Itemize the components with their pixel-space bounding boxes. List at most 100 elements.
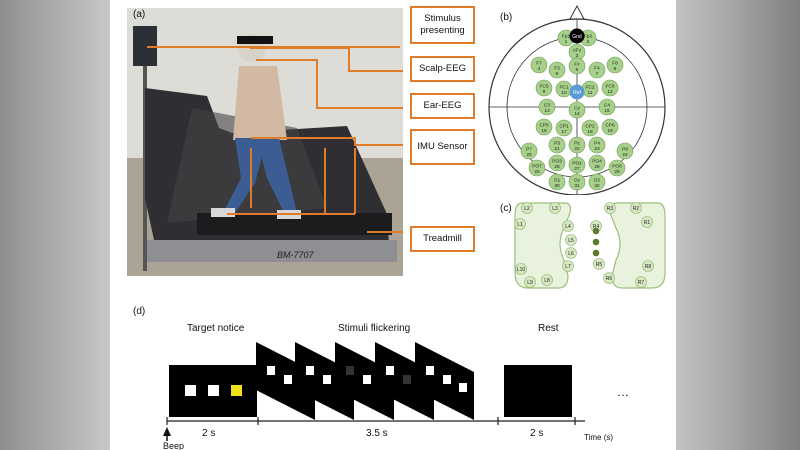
panel-a-label: (a) [133,9,146,20]
ear-electrode-l2: L2 [521,202,533,214]
svg-text:30: 30 [554,183,560,189]
svg-text:O1: O1 [554,178,561,184]
svg-text:10: 10 [561,90,567,96]
svg-text:20: 20 [526,152,532,158]
svg-text:P7: P7 [526,147,532,153]
svg-text:P4: P4 [594,141,600,147]
electrode-f8: F88 [606,56,624,74]
ear-electrode-l3: L3 [549,202,561,214]
svg-text:1: 1 [565,39,568,45]
panel-b-label: (b) [500,12,513,23]
phase-stimuli-flickering: Stimuli flickering [338,323,411,334]
svg-text:2: 2 [587,39,590,45]
callout-imu-sensor: IMU Sensor [410,129,475,165]
electrode-fz: Fz6 [568,57,586,75]
svg-text:11: 11 [588,90,593,96]
svg-text:P8: P8 [622,147,628,153]
svg-text:L4: L4 [565,224,571,230]
svg-text:CP5: CP5 [539,123,549,129]
treadmill-photo: BM-7707 [127,8,403,276]
svg-text:C3: C3 [544,103,550,109]
svg-text:Fz: Fz [574,62,580,68]
svg-text:PO3: PO3 [552,159,562,165]
beep-arrow [163,427,171,436]
svg-text:O2: O2 [594,178,601,184]
svg-text:17: 17 [561,129,567,135]
svg-text:CP6: CP6 [605,123,615,129]
svg-text:13: 13 [544,108,550,114]
person-torso [233,66,287,140]
svg-text:R5: R5 [596,262,603,268]
svg-text:29: 29 [614,169,620,175]
timeline-diagram: Beep 2 s 3.5 s 2 s Time (s) [163,342,613,450]
svg-text:31: 31 [574,183,580,189]
svg-text:C4: C4 [604,103,610,109]
ear-electrode-r7: R7 [635,276,647,288]
svg-text:P3: P3 [554,141,560,147]
electrode-gnd: Gnd [569,28,585,44]
svg-text:25: 25 [534,169,540,175]
phase-rest: Rest [538,323,559,334]
callout-stimulus-presenting: Stimulus presenting [410,6,475,44]
ear-electrode-l1: L1 [514,218,526,230]
svg-text:L2: L2 [524,206,530,212]
svg-text:19: 19 [607,128,613,134]
ear-electrode-l6: L6 [565,247,577,259]
svg-text:FC2: FC2 [585,85,594,91]
svg-text:PO4: PO4 [592,159,602,165]
svg-text:F3: F3 [554,66,560,72]
svg-text:4: 4 [538,66,541,72]
svg-text:R1: R1 [644,220,651,226]
ear-electrode-r5: R5 [593,258,605,270]
svg-text:24: 24 [622,152,628,158]
svg-text:16: 16 [541,128,547,134]
svg-text:Pz: Pz [574,141,580,147]
svg-text:28: 28 [594,164,600,170]
svg-text:F8: F8 [612,61,618,67]
ear-electrode-r3: R3 [604,202,616,214]
axis-label: Time (s) [584,433,613,442]
svg-text:L3: L3 [552,206,558,212]
svg-text:L8: L8 [544,278,550,284]
ear-electrode-l7: L7 [562,260,574,272]
svg-text:12: 12 [607,89,613,95]
treadmill-brand: BM-7707 [277,250,315,260]
ellipsis: … [617,385,629,399]
svg-text:26: 26 [554,164,560,170]
svg-text:8: 8 [614,66,617,72]
svg-text:9: 9 [543,89,546,95]
flicker-frames [256,342,474,420]
electrode-ref: Ref [569,84,585,100]
phase-target-notice: Target notice [187,323,245,334]
svg-text:Cz: Cz [574,106,580,112]
svg-text:14: 14 [574,111,580,117]
svg-text:Ref: Ref [573,90,581,96]
ear-electrode-l8: L8 [541,274,553,286]
panel-c-label: (c) [500,203,512,214]
svg-text:Fp1: Fp1 [562,34,571,40]
svg-text:R7: R7 [638,280,645,286]
svg-text:F4: F4 [594,66,600,72]
svg-text:R6: R6 [606,276,613,282]
ear-electrode-r2: R2 [630,202,642,214]
svg-text:18: 18 [587,129,593,135]
svg-text:Oz: Oz [574,178,581,184]
background-left [0,0,110,450]
svg-text:L9: L9 [527,280,533,286]
